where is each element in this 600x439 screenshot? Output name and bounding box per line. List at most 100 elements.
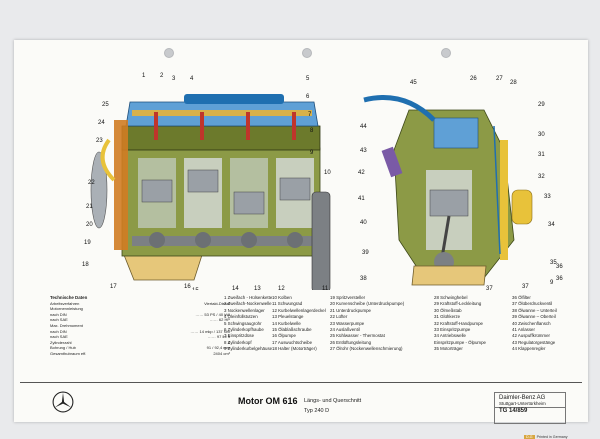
legend-item: 17 Auswuchtscheibe xyxy=(272,339,313,345)
punch-hole xyxy=(302,48,312,58)
legend-item: 16 Ölpumpe xyxy=(272,333,296,339)
callout-number: 28 xyxy=(510,80,517,86)
technical-data-key: nach DIN xyxy=(50,311,67,317)
legend-item: 5 Schwingsaugrohr xyxy=(224,320,262,326)
callout-number: 6 xyxy=(306,94,310,100)
legend-item: 25 Kühlwasser - Thermostat xyxy=(330,333,385,339)
technical-data-row: Gesamthubraum eff.2404 cm³ xyxy=(50,351,230,357)
callout-number: 36 xyxy=(556,276,563,282)
technical-data-value: 4 xyxy=(227,339,230,345)
legend-item: 37 Ölüberdruckventil xyxy=(512,301,553,307)
legend-item: 7 Einspritzdüse xyxy=(224,333,255,339)
engine-cutaway-diagram: 1234567891011121314151617181920212223242… xyxy=(82,73,563,290)
cross-section xyxy=(363,95,533,286)
legend-item: 15 Ölablaßschraube xyxy=(272,327,312,333)
page-title: Motor OM 616 xyxy=(238,396,298,406)
legend-item: 21 Unterdruckpumpe xyxy=(330,307,372,313)
technical-data-heading: Technische Daten xyxy=(50,295,88,300)
legend-item: 27 Ölrohr (Nockenwellenschmierung) xyxy=(330,346,403,352)
callout-number: 40 xyxy=(360,220,367,226)
punch-hole xyxy=(441,48,451,58)
technical-data-row: Max. Drehmoment xyxy=(50,323,230,329)
legend-item: 19 Spritzversteller xyxy=(330,295,366,300)
technical-data-value: …… 14 mkp / 137 Nm xyxy=(190,328,230,334)
technical-data-key: Arbeitsverfahren xyxy=(50,300,80,306)
callout-number: 11 xyxy=(322,286,329,290)
legend-item: 38 Ölwanne – Unterteil xyxy=(512,307,557,313)
technical-data-value: Viertakt-Diesel xyxy=(204,300,230,306)
legend-item: 30 Ölmeßstab xyxy=(434,307,462,313)
legend-item: 4 Öleinfüllstutzen xyxy=(224,314,258,320)
legend-item: 3 Nockenwellenlager xyxy=(224,307,265,313)
technical-data-key: Motornennleistung xyxy=(50,306,83,312)
legend-item: 23 Wasserpumpe xyxy=(330,320,365,326)
callout-number: 4 xyxy=(190,76,194,82)
legend-item: 1 Zweifach - Hülsenkette xyxy=(224,295,273,300)
printed-text: Printed in Germany xyxy=(536,435,568,439)
printer-logo: D-G xyxy=(524,435,535,439)
technical-data-key: Bohrung / Hub xyxy=(50,345,76,351)
legend-item: 6 Zylinderkopfhaube xyxy=(224,327,264,333)
legend-item: 11 Schwungrad xyxy=(272,301,303,307)
technical-data: Technische Daten Arbeitsverfahren Viertak… xyxy=(50,295,230,357)
callout-number: 1 xyxy=(142,73,146,79)
technical-data-key: nach SAE xyxy=(50,334,68,340)
callout-number: 37 xyxy=(486,286,493,290)
technical-data-key: Zylinderzahl xyxy=(50,339,72,345)
maker-code: TG 14/859 xyxy=(495,407,565,414)
callout-number: 41 xyxy=(358,196,365,202)
callout-number: 43 xyxy=(360,148,367,154)
callout-number: 16 xyxy=(184,284,191,290)
callout-number: 17 xyxy=(110,284,117,290)
callout-number: 25 xyxy=(102,102,109,108)
callout-number: 37 xyxy=(522,284,529,290)
legend-item: 32 Kraftstoff-Handpumpe xyxy=(434,320,483,326)
legend-item: 20 Kurvenscheibe (Unterdruckpumpe) xyxy=(330,301,405,307)
callout-number: 20 xyxy=(86,222,93,228)
callout-number: 26 xyxy=(470,76,477,82)
callout-number: 22 xyxy=(88,180,95,186)
callout-number: 30 xyxy=(538,132,545,138)
technical-data-row: Arbeitsverfahren Viertakt-Diesel xyxy=(50,301,230,307)
callout-number: 9 xyxy=(550,280,554,286)
longitudinal-section xyxy=(90,94,331,290)
legend-item: 43 Regulatorgestänge xyxy=(512,339,556,345)
maker-city: Stuttgart-Untertürkheim xyxy=(499,401,546,406)
callout-number: 34 xyxy=(548,222,555,228)
technical-data-key: nach DIN xyxy=(50,328,67,334)
callout-number: 36 xyxy=(556,264,563,270)
callout-number: 38 xyxy=(360,276,367,282)
callout-number: 3 xyxy=(172,76,176,82)
technical-data-row: Bohrung / Hub 91 / 92,4 mm xyxy=(50,345,230,351)
technical-data-value: …… 62 HP xyxy=(209,317,230,323)
legend-item: 13 Pleuelstange xyxy=(272,314,304,320)
callout-number: 13 xyxy=(254,286,261,290)
legend-item: 40 Zwischenflansch xyxy=(512,320,551,326)
technical-data-value: 91 / 92,4 mm xyxy=(206,345,230,351)
callout-number: 5 xyxy=(306,76,310,82)
legend-item: 31 Glühkerze xyxy=(434,314,461,320)
punch-hole xyxy=(164,48,174,58)
callout-number: 45 xyxy=(410,80,417,86)
technical-data-value: …… 53 PS / 40 kW xyxy=(195,311,230,317)
technical-data-key: nach SAE xyxy=(50,317,68,323)
maker-name: Daimler-Benz AG xyxy=(499,395,546,401)
callout-number: 39 xyxy=(362,250,369,256)
callout-number: 19 xyxy=(84,240,91,246)
callout-number: 12 xyxy=(278,286,285,290)
poster-sheet: 1234567891011121314151617181920212223242… xyxy=(14,40,588,439)
legend-item: 24 Auslaßventil xyxy=(330,327,360,333)
callout-number: 29 xyxy=(538,102,545,108)
legend-item: 8 Zylinderkopf xyxy=(224,339,252,345)
legend-item: 9 Zylinderkurbelgehäuse xyxy=(224,346,273,352)
left-callouts: 1234567891011121314151617181920212223242… xyxy=(82,73,331,290)
legend-item: 34 Antriebswelle xyxy=(434,333,466,339)
callout-number: 31 xyxy=(538,152,545,158)
footer-divider xyxy=(20,382,582,383)
